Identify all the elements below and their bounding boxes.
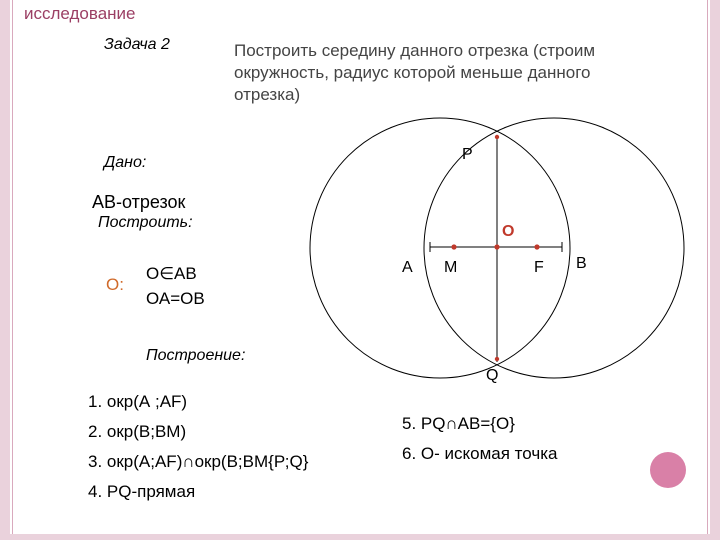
construction-label: Построение:	[146, 347, 246, 364]
step-6: 6. О- искомая точка	[402, 444, 558, 463]
point-f	[534, 244, 540, 250]
label-a: А	[402, 259, 413, 276]
decorative-circle	[650, 452, 686, 488]
point-q	[494, 356, 500, 362]
construct-label: Построить:	[98, 214, 193, 231]
given-label: Дано:	[104, 154, 147, 171]
point-p	[494, 134, 500, 140]
step-4: 4. PQ-прямая	[88, 482, 196, 501]
given-segment: АВ-отрезок	[92, 192, 186, 212]
step-5: 5. PQ∩AB={О}	[402, 414, 515, 433]
step-1: 1. окр(А ;АF)	[88, 392, 188, 411]
condition-2: ОА=ОВ	[146, 289, 205, 308]
label-p: P	[462, 146, 473, 163]
frame-left-line	[12, 0, 13, 540]
frame-right-border	[710, 0, 720, 540]
task-text: Построить середину данного отрезка (стро…	[234, 41, 596, 104]
label-f: F	[534, 259, 544, 276]
frame-bottom-border	[0, 534, 720, 540]
label-q: Q	[486, 367, 498, 384]
frame-right-line	[707, 0, 708, 540]
condition-1: О∈АВ	[146, 264, 197, 283]
step-3: 3. окр(А;АF)∩окр(В;ВМ{Р;Q}	[88, 452, 309, 471]
circle-b	[423, 117, 685, 379]
slide-header: исследование	[24, 4, 136, 23]
step-2: 2. окр(В;ВМ)	[88, 422, 187, 441]
label-b: В	[576, 255, 587, 272]
point-o	[494, 244, 500, 250]
label-o: О	[502, 223, 514, 240]
label-m: М	[444, 259, 457, 276]
circle-a	[309, 117, 571, 379]
point-m	[451, 244, 457, 250]
frame-left-border	[0, 0, 10, 540]
task-title: Задача 2	[104, 36, 170, 53]
o-symbol: О:	[106, 275, 124, 294]
